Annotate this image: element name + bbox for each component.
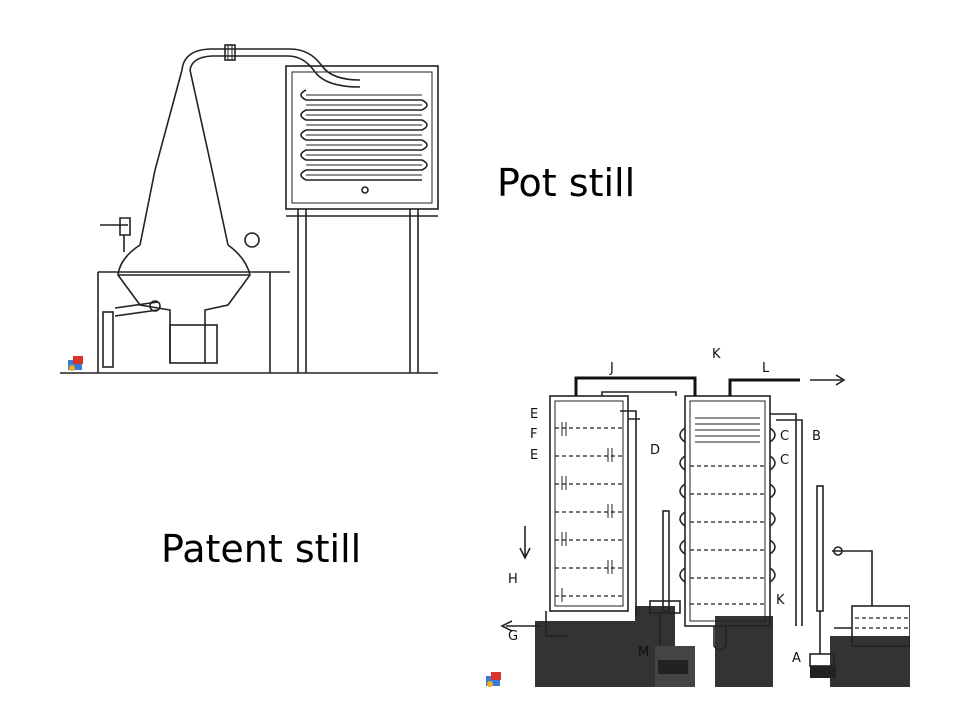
letter-B: B [812, 429, 821, 444]
letter-A: A [792, 651, 801, 666]
rectifier-plates [690, 417, 765, 605]
letter-F: F [530, 427, 537, 442]
letter-H: H [508, 572, 518, 587]
letter-C-top: C [780, 429, 789, 444]
condenser-coil [300, 89, 428, 194]
letter-E-mid: E [530, 448, 538, 463]
patent-still-label: Patent still [161, 527, 362, 571]
pot-still-label: Pot still [497, 161, 636, 205]
patent-still-diagram: J K L E F E D C B C H G K M A [486, 347, 910, 687]
letter-L: L [762, 361, 770, 376]
letter-K-bottom: K [776, 593, 785, 608]
clip-art-icon [486, 672, 501, 687]
letter-J: J [609, 361, 614, 376]
letter-G: G [508, 629, 518, 644]
letter-K-top: K [712, 347, 721, 362]
analyser-plates [555, 422, 623, 602]
letter-E-top: E [530, 407, 538, 422]
clip-art-icon [68, 356, 83, 371]
letter-C-mid: C [780, 453, 789, 468]
letter-M: M [638, 645, 649, 660]
letter-D: D [650, 443, 660, 458]
pot-still-diagram [60, 44, 439, 374]
